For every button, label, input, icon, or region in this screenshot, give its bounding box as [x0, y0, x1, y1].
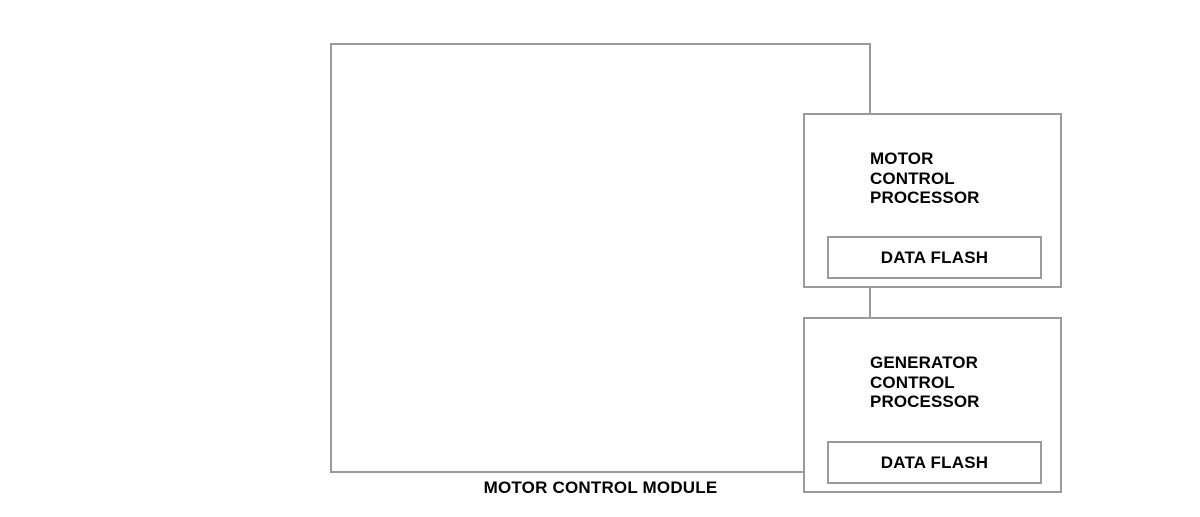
motor-control-processor-data-flash-box: DATA FLASH	[827, 236, 1042, 279]
motor-control-processor-data-flash-label: DATA FLASH	[880, 247, 989, 267]
generator-control-processor-data-flash-box: DATA FLASH	[827, 441, 1042, 484]
motor-control-processor-title: MOTOR CONTROL PROCESSOR	[870, 149, 980, 207]
module-caption: MOTOR CONTROL MODULE	[483, 478, 718, 497]
motor-control-processor-block: MOTOR CONTROL PROCESSOR DATA FLASH	[803, 113, 1062, 288]
generator-control-processor-block: GENERATOR CONTROL PROCESSOR DATA FLASH	[803, 317, 1062, 493]
generator-control-processor-title: GENERATOR CONTROL PROCESSOR	[870, 353, 980, 411]
motor-control-module-box: MOTOR CONTROL PROCESSOR DATA FLASH GENER…	[330, 43, 1062, 493]
generator-control-processor-data-flash-label: DATA FLASH	[880, 452, 989, 472]
